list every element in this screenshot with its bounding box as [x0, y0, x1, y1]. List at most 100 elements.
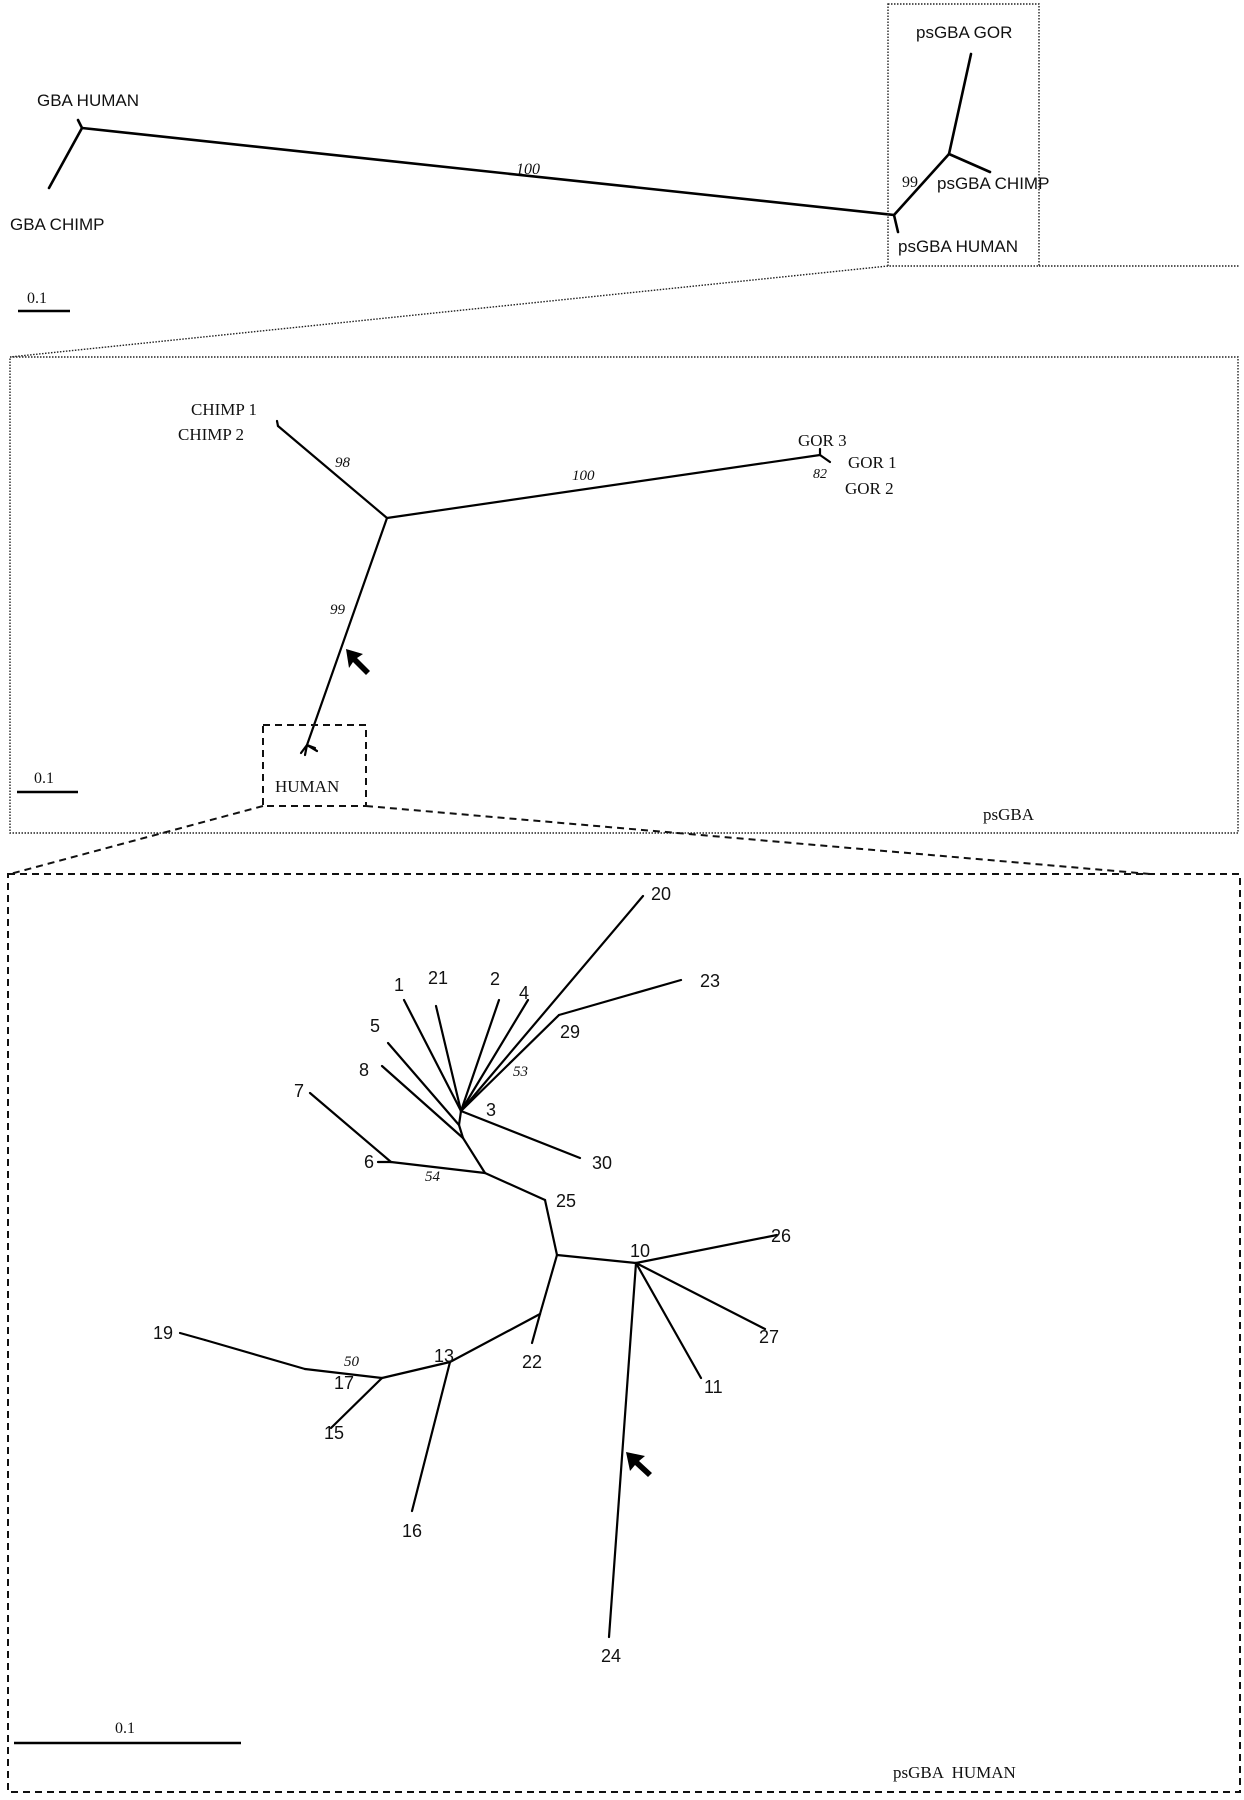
label-gor3: GOR 3	[798, 431, 847, 450]
branch-4	[459, 998, 530, 1113]
branch-gor12	[818, 453, 832, 464]
panel-title: psGBA	[983, 805, 1035, 824]
label-psgba-human: psGBA HUMAN	[898, 237, 1018, 256]
taxon-label: 24	[601, 1646, 621, 1666]
branch-20	[459, 894, 645, 1113]
arrow-marker-icon	[626, 1452, 652, 1477]
taxon-label: 23	[700, 971, 720, 991]
panel-psgba-human-border	[7, 873, 1241, 1793]
taxon-label: 13	[434, 1346, 454, 1366]
branch-chimp-tip	[275, 419, 280, 428]
taxon-label: 7	[294, 1081, 304, 1101]
branch-11	[634, 1261, 703, 1380]
taxon-labels: 1 2 3 4 5 6 7 8 10 11 13 15 16 17 19 20 …	[153, 884, 791, 1666]
bootstrap-50: 50	[344, 1354, 360, 1370]
branch-22	[530, 1312, 542, 1345]
bootstrap-100: 100	[516, 161, 540, 178]
taxon-label: 17	[334, 1373, 354, 1393]
branch-to-50	[380, 1360, 452, 1380]
branch-to-54	[461, 1136, 487, 1175]
taxon-label: 26	[771, 1226, 791, 1246]
zoom-connector-left	[9, 265, 889, 358]
taxon-label: 30	[592, 1153, 612, 1173]
bootstrap-82: 82	[813, 467, 827, 482]
bootstrap-100: 100	[572, 468, 595, 484]
taxon-label: 27	[759, 1327, 779, 1347]
taxon-label: 29	[560, 1022, 580, 1042]
branch-chimp	[276, 424, 389, 520]
branch-inner	[457, 1123, 465, 1140]
zoom-box-psgba	[887, 3, 1040, 267]
branch-50	[303, 1367, 384, 1380]
branch-gba-chimp	[47, 126, 84, 190]
branch-human	[305, 516, 389, 747]
branch-8	[380, 1064, 465, 1140]
bootstrap-99: 99	[902, 174, 918, 191]
taxon-label: 5	[370, 1016, 380, 1036]
panel-psgba-tree: CHIMP 1 CHIMP 2 GOR 3 GOR 1 GOR 2 HUMAN …	[9, 356, 1239, 834]
scale-label: 0.1	[34, 770, 54, 787]
arrow-marker-icon	[346, 649, 370, 675]
label-gba-chimp: GBA CHIMP	[10, 215, 104, 234]
human-cluster	[299, 743, 319, 757]
panel-gba-tree: GBA HUMAN GBA CHIMP psGBA GOR psGBA CHIM…	[10, 3, 1049, 313]
branch-to-22	[538, 1253, 559, 1316]
branch-1	[402, 998, 463, 1113]
branch-21	[434, 1004, 463, 1113]
taxon-label: 16	[402, 1521, 422, 1541]
branch-2	[459, 998, 501, 1113]
label-psgba-chimp: psGBA CHIMP	[937, 174, 1049, 193]
branch-gba-psgba-main	[80, 126, 896, 217]
bootstrap-53: 53	[513, 1064, 528, 1080]
zoom-connector-left	[9, 805, 264, 875]
branches	[178, 894, 779, 1639]
label-psgba-gor: psGBA GOR	[916, 23, 1012, 42]
scale-label: 0.1	[115, 1720, 135, 1737]
branch-psgba-gor	[947, 52, 973, 156]
branch-24	[607, 1261, 638, 1639]
taxon-label: 10	[630, 1241, 650, 1261]
taxon-label: 22	[522, 1352, 542, 1372]
branch-23	[557, 978, 683, 1017]
bootstrap-54: 54	[425, 1169, 441, 1185]
taxon-label: 4	[519, 983, 529, 1003]
taxon-label: 6	[364, 1152, 374, 1172]
panel-psgba-human-tree: 1 2 3 4 5 6 7 8 10 11 13 15 16 17 19 20 …	[7, 873, 1241, 1793]
branch-to-13	[448, 1312, 542, 1364]
branch-19	[203, 1338, 307, 1371]
branch-27	[634, 1261, 767, 1331]
bootstrap-99: 99	[330, 602, 346, 618]
branch-to-25	[483, 1171, 547, 1202]
taxon-label: 3	[486, 1100, 496, 1120]
taxon-label: 20	[651, 884, 671, 904]
branch-26	[634, 1233, 779, 1265]
branch-psgba-internal	[892, 152, 951, 217]
taxon-label: 8	[359, 1060, 369, 1080]
taxon-label: 1	[394, 975, 404, 995]
label-human: HUMAN	[275, 777, 339, 796]
branch-psgba-human	[892, 213, 900, 234]
label-gor2: GOR 2	[845, 479, 894, 498]
label-chimp1: CHIMP 1	[191, 400, 257, 419]
zoom-box-human	[262, 724, 367, 807]
branch-54	[389, 1160, 487, 1175]
taxon-label: 2	[490, 969, 500, 989]
label-chimp2: CHIMP 2	[178, 425, 244, 444]
branch-19-tip	[178, 1331, 207, 1342]
taxon-label: 11	[704, 1377, 723, 1397]
taxon-label: 19	[153, 1323, 173, 1343]
branch-to-10	[555, 1253, 638, 1265]
branch-3-stem	[457, 1109, 463, 1127]
branch-gor	[385, 453, 822, 520]
bootstrap-98: 98	[335, 455, 351, 471]
taxon-label: 25	[556, 1191, 576, 1211]
branch-16	[410, 1360, 452, 1513]
branch-7	[308, 1091, 393, 1164]
label-gor1: GOR 1	[848, 453, 897, 472]
branch-5	[386, 1041, 461, 1127]
taxon-label: 21	[428, 968, 448, 988]
branch-psgba-chimp	[947, 152, 992, 174]
branch-gba-human	[76, 118, 84, 130]
branch-53	[459, 1013, 561, 1113]
